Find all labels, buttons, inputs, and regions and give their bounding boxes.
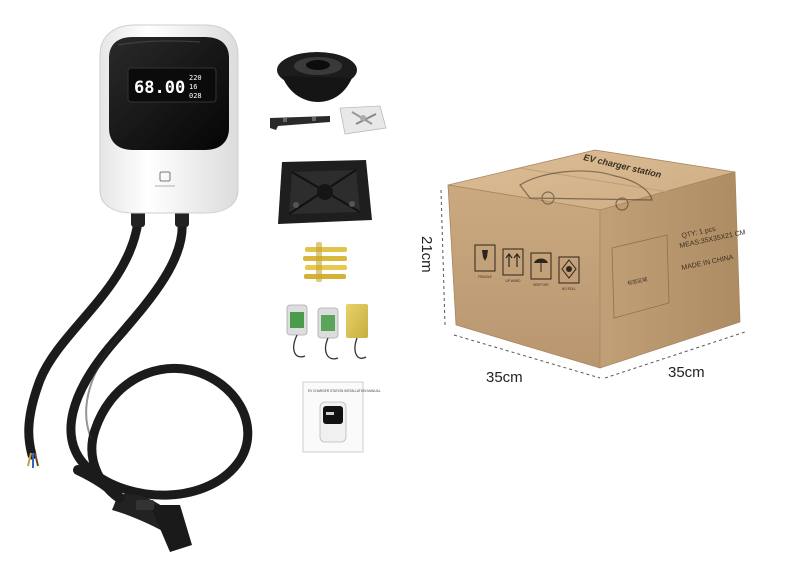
lcd-voltage: 220 xyxy=(189,74,202,82)
lcd-current: 16 xyxy=(189,83,197,91)
up-arrows-icon xyxy=(505,253,521,267)
svg-text:FRAGILE: FRAGILE xyxy=(478,275,492,279)
manual-title: EV CHARGER STATION INSTALLATION MANUAL xyxy=(308,389,381,393)
lcd-power: 028 xyxy=(189,92,202,100)
no-roll-icon xyxy=(561,259,577,279)
lcd-screen xyxy=(127,67,217,103)
rfid-cards xyxy=(286,304,368,360)
user-manual: EV CHARGER STATION INSTALLATION MANUAL xyxy=(302,381,381,453)
mounting-plate xyxy=(278,160,372,224)
height-dimension: 21cm xyxy=(418,236,435,273)
plug-holster xyxy=(277,52,357,102)
lcd-main-value: 68.00 xyxy=(134,78,185,98)
wall-bracket xyxy=(270,116,330,130)
charging-plug xyxy=(73,465,192,552)
svg-text:NO ROLL: NO ROLL xyxy=(562,287,576,291)
shipping-box: EV charger station FRAGILE UP WARD xyxy=(447,149,746,369)
dimension-lines xyxy=(440,189,746,379)
screw-bag xyxy=(339,105,387,135)
rfid-reader-icon xyxy=(155,171,175,187)
fragile-icon xyxy=(482,250,488,261)
car-outline-icon xyxy=(519,170,653,211)
svg-text:KEEP DRY: KEEP DRY xyxy=(533,283,550,287)
charger-cables xyxy=(24,217,253,510)
box-sticker-text: 标签区域 xyxy=(627,276,648,287)
svg-text:UP WARD: UP WARD xyxy=(506,279,522,283)
box-sticker-area xyxy=(611,234,670,319)
width-dimension-right: 35cm xyxy=(668,364,705,381)
width-dimension-left: 35cm xyxy=(486,369,523,386)
stripped-wires xyxy=(27,452,39,468)
keep-dry-icon xyxy=(534,258,548,272)
handling-icons: FRAGILE UP WARD KEEP DRY xyxy=(474,244,580,291)
wall-anchors xyxy=(303,242,347,282)
ev-charger: 68.00 220 16 028 xyxy=(99,24,239,227)
